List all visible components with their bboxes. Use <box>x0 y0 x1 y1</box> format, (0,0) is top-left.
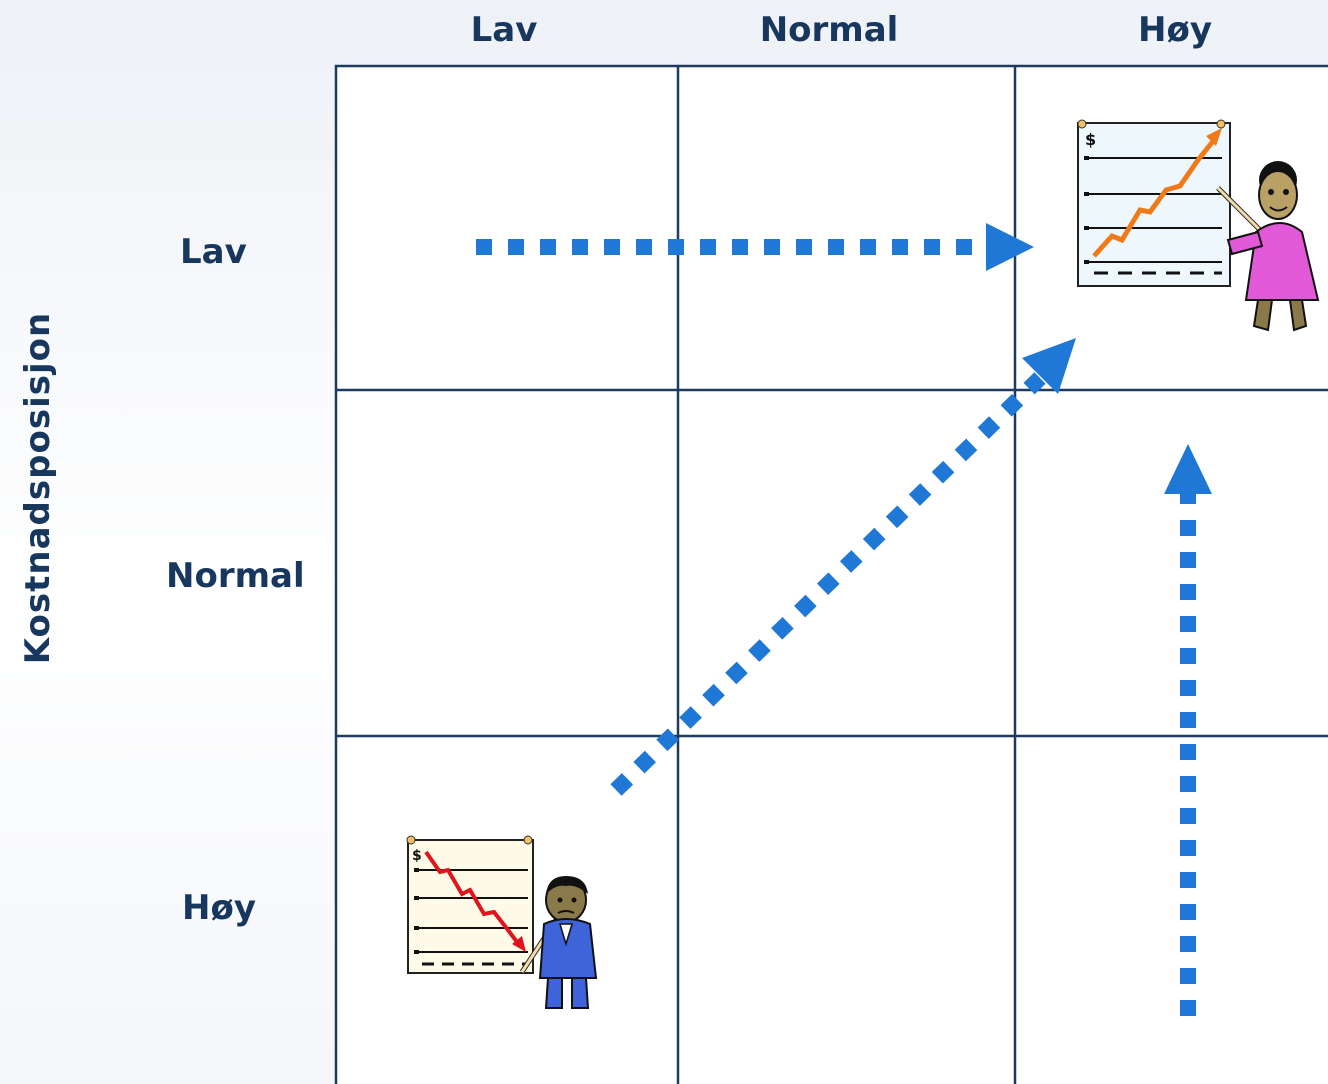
column-header-lav: Lav <box>470 10 538 50</box>
column-header-hoy: Høy <box>1138 10 1212 50</box>
arrowhead-up <box>1164 444 1212 494</box>
row-header-normal: Normal <box>166 556 305 596</box>
column-header-normal: Normal <box>759 10 899 50</box>
vertical-arrow <box>1164 444 1212 1016</box>
arrowhead-right <box>986 223 1034 271</box>
presenter-falling-chart-icon: $ <box>406 835 598 1009</box>
presenter-rising-chart-icon: $ <box>1077 119 1320 332</box>
horizontal-arrow <box>476 223 1034 271</box>
arrowhead-diagonal <box>1022 338 1076 394</box>
diagonal-arrow <box>610 338 1076 796</box>
row-header-hoy: Høy <box>182 888 256 928</box>
rising-chart-dollar-label: $ <box>1085 130 1096 149</box>
falling-chart-dollar-label: $ <box>412 848 422 864</box>
row-header-lav: Lav <box>180 232 247 272</box>
